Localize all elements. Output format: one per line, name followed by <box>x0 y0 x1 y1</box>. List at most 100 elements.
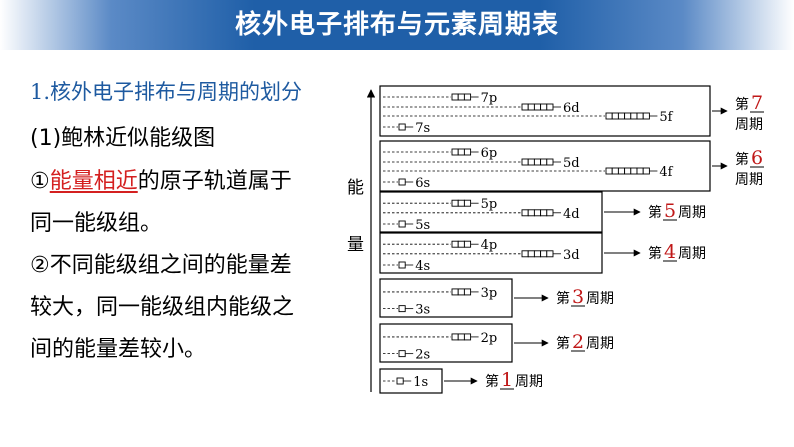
point-1-line-1: ①能量相近的原子轨道属于 <box>30 163 292 195</box>
highlight-text: 能量相近 <box>49 169 138 194</box>
level-label-3s: 3s <box>415 303 430 318</box>
period-5-box <box>379 191 603 233</box>
orbital-box-3p <box>463 288 472 296</box>
orbital-box-5f <box>617 112 626 120</box>
level-label-6s: 6s <box>415 176 430 191</box>
period-prefix: 第 <box>735 96 749 113</box>
point-2-line-2: 较大，同一能级组内能级之 <box>30 295 295 320</box>
orbital-box-3s <box>398 305 406 313</box>
orbital-box-5d <box>546 158 554 166</box>
point-1-marker: ① <box>30 169 50 194</box>
subheading: (1)鲍林近似能级图 <box>30 126 216 151</box>
period-suffix: 周期 <box>678 246 706 262</box>
orbital-box-5d <box>540 158 548 166</box>
period-suffix: 周期 <box>586 291 614 307</box>
period-prefix: 第 <box>648 245 662 262</box>
period-4-box <box>379 232 603 274</box>
point-1-line-2: 同一能级组。 <box>30 211 163 236</box>
title-banner: 核外电子排布与元素周期表 <box>0 0 794 50</box>
orbital-box-3d <box>533 250 542 258</box>
orbital-box-5f <box>642 112 650 120</box>
point-2-line-1: ②不同能级组之间的能量差 <box>30 253 292 278</box>
orbital-box-5p <box>451 199 459 207</box>
orbital-box-5f <box>605 112 613 120</box>
orbital-box-4d <box>546 209 554 217</box>
orbital-box-4p <box>463 240 472 248</box>
period-prefix: 第 <box>556 290 570 307</box>
orbital-box-4s <box>398 261 406 269</box>
orbital-box-7p <box>451 93 459 101</box>
period-7-box <box>379 85 711 137</box>
orbital-box-1s <box>396 377 404 385</box>
orbital-box-4f <box>611 167 619 175</box>
level-label-4s: 4s <box>415 259 430 274</box>
level-label-4d: 4d <box>563 207 580 222</box>
orbital-box-7p <box>457 93 465 101</box>
orbital-box-7p <box>463 93 472 101</box>
orbital-box-6d <box>533 103 542 111</box>
period-number: 3 <box>572 286 584 308</box>
orbital-box-2p <box>463 333 472 341</box>
period-number: 4 <box>664 241 676 263</box>
orbital-box-6d <box>546 103 554 111</box>
orbital-box-2p <box>457 333 465 341</box>
orbital-box-4f <box>642 167 650 175</box>
orbital-box-4f <box>636 167 644 175</box>
period-6-box <box>379 140 711 192</box>
period-prefix: 第 <box>556 335 570 352</box>
level-label-4p: 4p <box>481 238 498 253</box>
orbital-box-5f <box>611 112 619 120</box>
orbital-box-5f <box>624 112 632 120</box>
period-suffix: 周期 <box>678 205 706 221</box>
period-1-box <box>379 368 443 394</box>
period-suffix: 周期 <box>586 336 614 352</box>
orbital-box-4d <box>533 209 542 217</box>
period-prefix: 第 <box>735 151 749 168</box>
period-number: 7 <box>751 92 763 114</box>
period-suffix: 周期 <box>735 117 763 133</box>
period-2-box <box>379 323 513 363</box>
orbital-box-3p <box>457 288 465 296</box>
level-label-1s: 1s <box>413 375 428 390</box>
orbital-box-6d <box>521 103 529 111</box>
level-label-5d: 5d <box>563 156 580 171</box>
orbital-box-4f <box>630 167 638 175</box>
orbital-box-6d <box>527 103 535 111</box>
level-label-7p: 7p <box>481 91 498 106</box>
level-label-6p: 6p <box>481 146 498 161</box>
orbital-box-5d <box>527 158 535 166</box>
orbital-box-4p <box>451 240 459 248</box>
orbital-box-2p <box>451 333 459 341</box>
level-label-5f: 5f <box>659 110 673 125</box>
orbital-box-3d <box>540 250 548 258</box>
orbital-box-5f <box>636 112 644 120</box>
page-title: 核外电子排布与元素周期表 <box>234 10 559 40</box>
orbital-box-4f <box>624 167 632 175</box>
orbital-box-4d <box>527 209 535 217</box>
orbital-box-4d <box>521 209 529 217</box>
period-number: 1 <box>501 369 513 391</box>
orbital-box-5f <box>630 112 638 120</box>
orbital-box-5p <box>463 199 472 207</box>
orbital-box-5d <box>533 158 542 166</box>
period-prefix: 第 <box>648 204 662 221</box>
orbital-box-3d <box>527 250 535 258</box>
orbital-box-6s <box>398 178 406 186</box>
axis-label-top: 能 <box>347 178 364 198</box>
level-label-2s: 2s <box>415 348 430 363</box>
orbital-box-6d <box>540 103 548 111</box>
orbital-box-4p <box>457 240 465 248</box>
level-label-2p: 2p <box>481 331 498 346</box>
